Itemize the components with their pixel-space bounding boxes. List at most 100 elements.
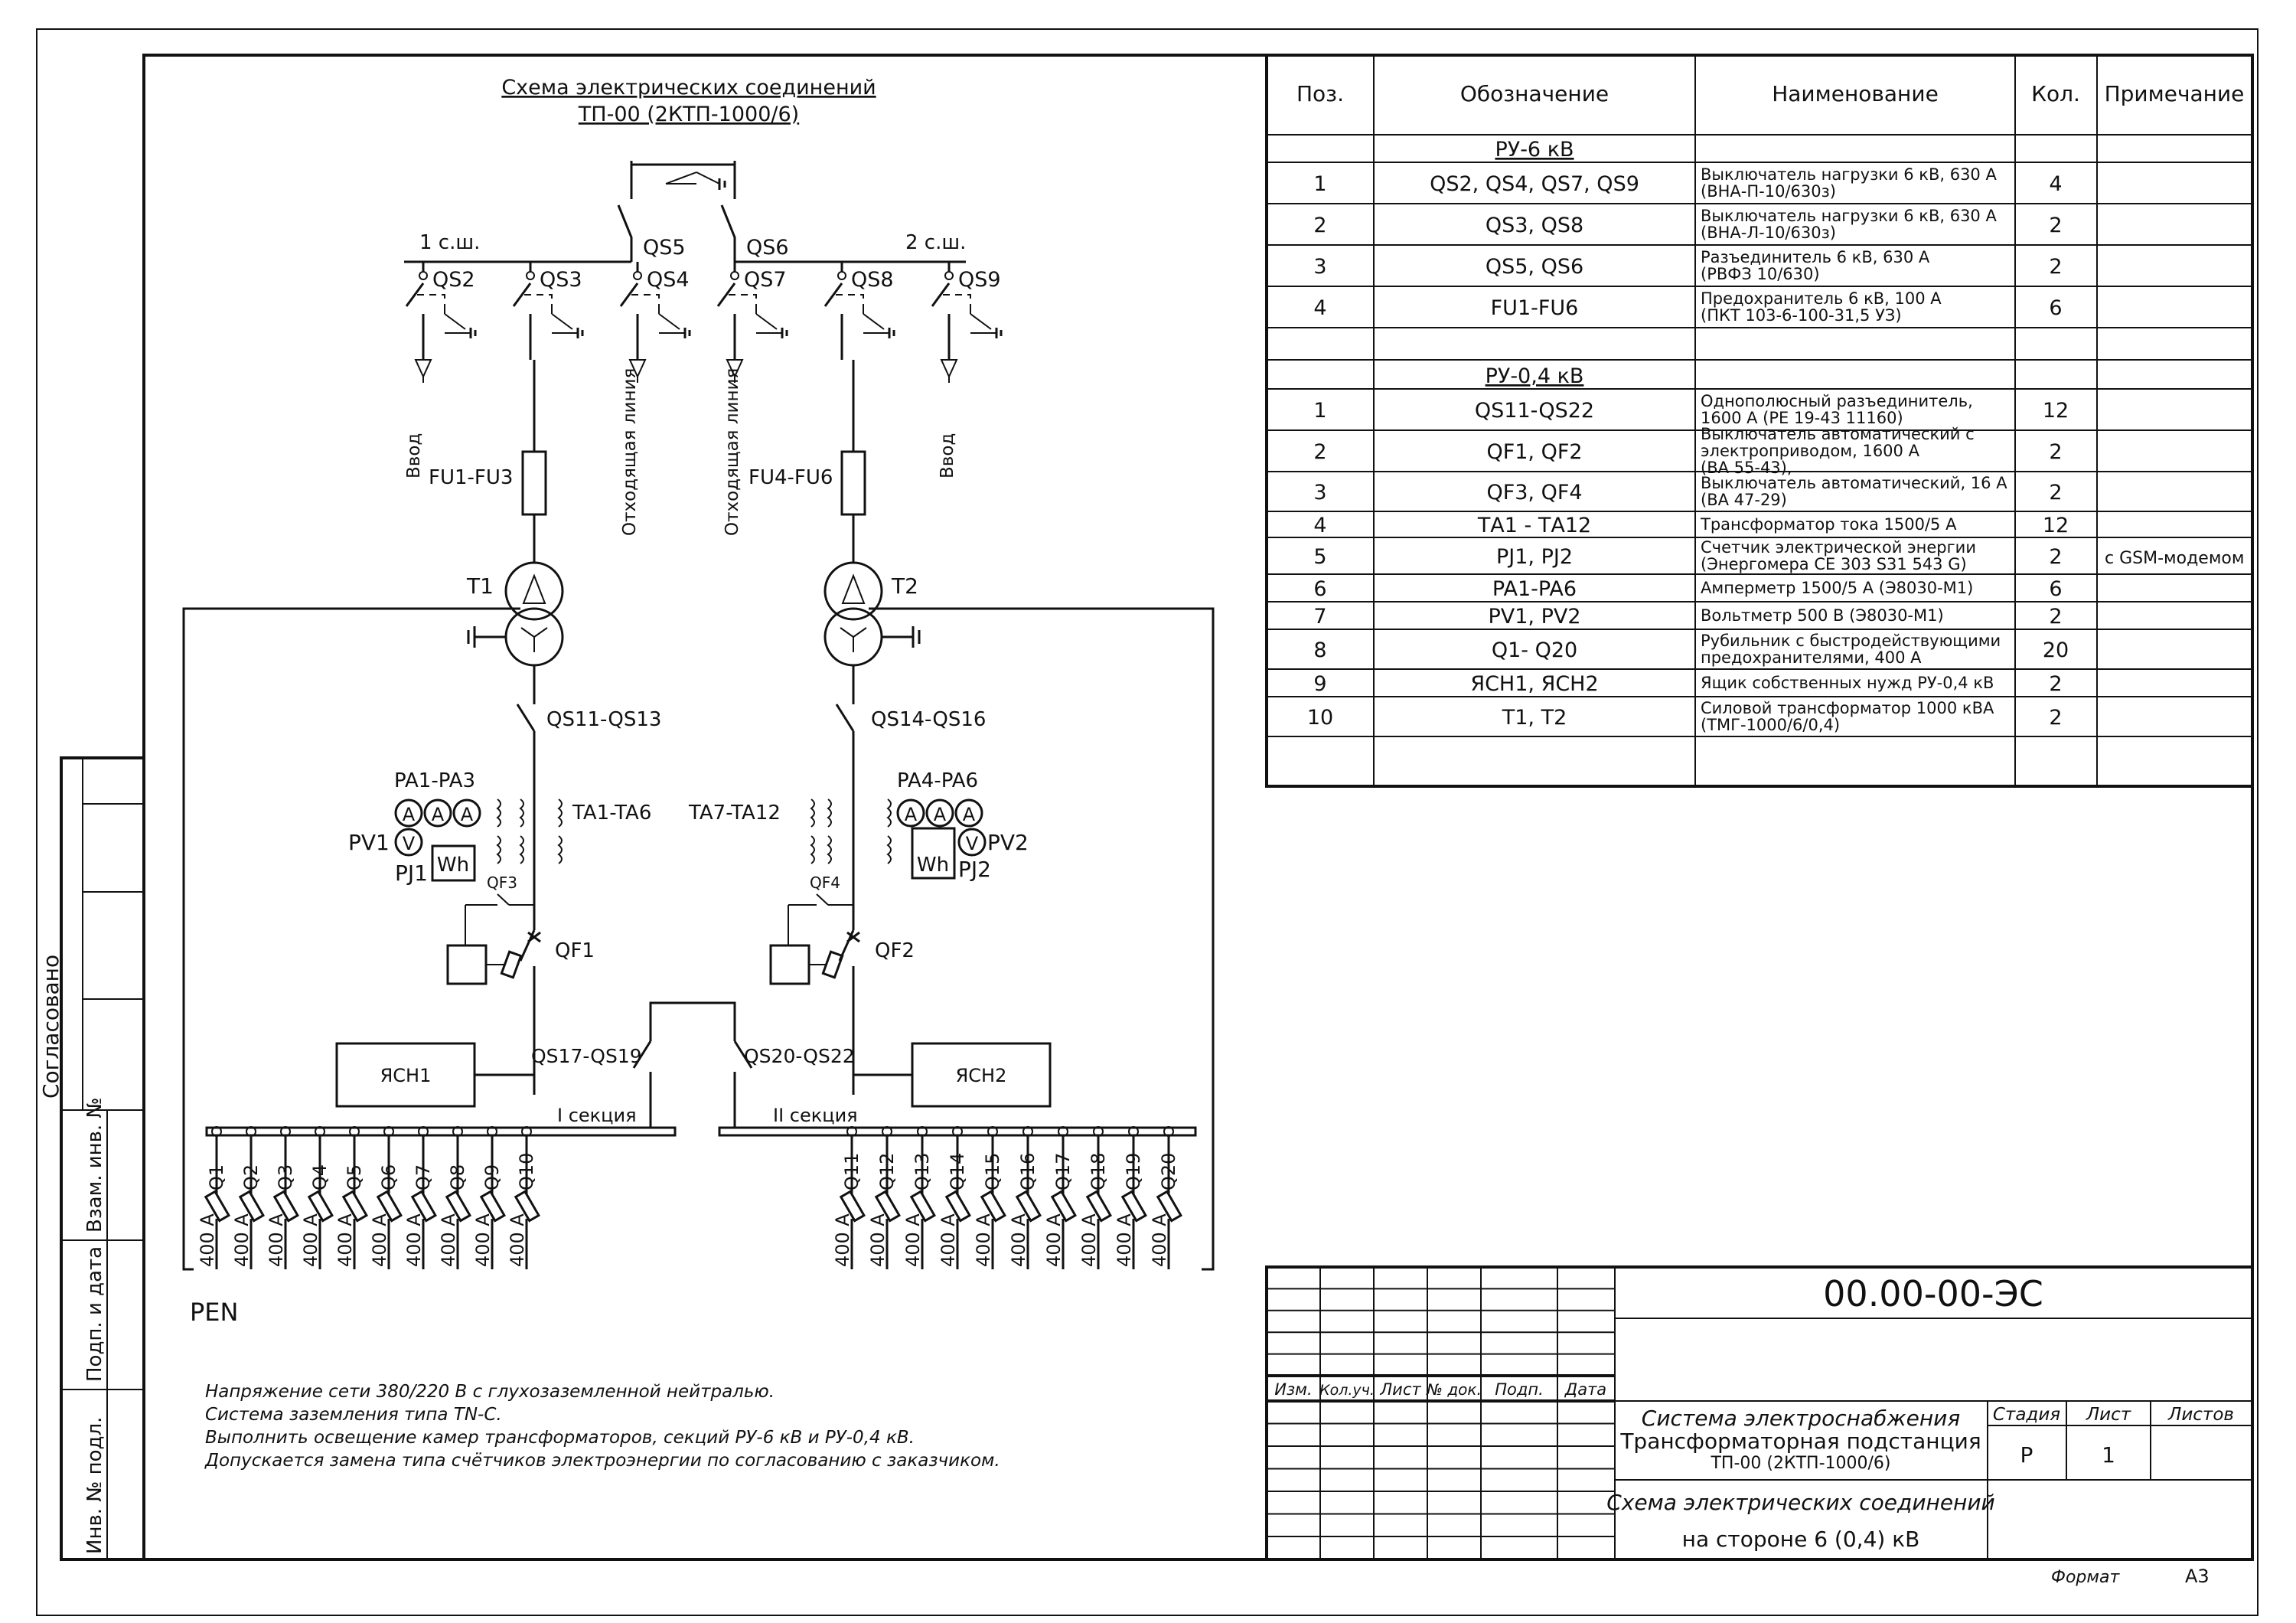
pv1-label: PV1: [348, 830, 390, 855]
t2-label: T2: [891, 573, 918, 599]
pj2-label: PJ2: [958, 857, 991, 882]
spec-name-line: Вольтметр 500 В (Э8030-М1): [1701, 606, 1944, 625]
spec-name-line: предохранителями, 400 А: [1701, 648, 1922, 667]
cabinet-right-wall: [869, 607, 1215, 1271]
feeder-q15: Q15: [982, 1153, 1003, 1190]
bus1-label: 1 с.ш.: [419, 231, 480, 254]
switch-label-qs4: QS4: [647, 268, 690, 292]
hv-switchgear: 1 с.ш. 2 с.ш.: [404, 161, 966, 263]
ammeter-icon: A: [432, 804, 445, 825]
ct-left-label: TA1-TA6: [572, 802, 651, 825]
spec-code: QF1, QF2: [1486, 440, 1582, 464]
document-code: 00.00-00-ЭС: [1823, 1273, 2043, 1314]
qs14-16-label: QS14-QS16: [871, 708, 986, 731]
yasn1-label: ЯСН1: [380, 1065, 432, 1086]
spec-pos: 8: [1313, 638, 1326, 662]
spec-section-title: РУ-0,4 кВ: [1486, 364, 1584, 388]
feeder-q14: Q14: [947, 1153, 968, 1190]
spec-note: с GSM-модемом: [2105, 549, 2244, 568]
feeder-rating: 400 А: [197, 1213, 218, 1267]
ammeters-left-label: PA1-PA3: [394, 769, 475, 792]
switch-label-qs6: QS6: [746, 236, 789, 260]
feeder-rating: 400 А: [438, 1213, 459, 1267]
feeder-q4: Q4: [309, 1164, 331, 1190]
spec-pos: 4: [1313, 514, 1326, 537]
spec-qty: 2: [2049, 706, 2062, 730]
rev-col-sign: Подп.: [1495, 1380, 1544, 1399]
feeder-rating: 400 А: [1043, 1213, 1065, 1267]
feeder-rating: 400 А: [266, 1213, 287, 1267]
rev-col-list: Лист: [1379, 1380, 1421, 1399]
spec-code: QS11-QS22: [1475, 399, 1594, 423]
spec-name-line: Трансформатор тока 1500/5 А: [1700, 515, 1957, 534]
spec-qty: 2: [2049, 481, 2062, 505]
switch-label-qs7: QS7: [744, 268, 787, 292]
spec-pos: 9: [1313, 672, 1326, 696]
feeder-rating: 400 А: [403, 1213, 425, 1267]
feeder-q20: Q20: [1158, 1153, 1179, 1190]
sheet-value: 1: [2102, 1442, 2115, 1468]
spec-code: PJ1, PJ2: [1496, 545, 1573, 569]
feeder-caption: Отходящая линия: [722, 368, 742, 536]
feeder-rating: 400 А: [902, 1213, 924, 1267]
outer-border: [36, 28, 2258, 1616]
spec-name-line: Разъединитель 6 кВ, 630 А: [1701, 248, 1930, 266]
spec-qty: 2: [2049, 545, 2062, 569]
qs20-22-label: QS20-QS22: [744, 1045, 855, 1067]
spec-qty: 6: [2049, 296, 2062, 320]
spec-qty: 20: [2043, 638, 2069, 662]
qs11-13-label: QS11-QS13: [546, 708, 661, 731]
feeder-rating: 400 А: [1114, 1213, 1135, 1267]
diagram-title-2: ТП-00 (2КТП-1000/6): [578, 103, 799, 126]
spec-qty: 2: [2049, 214, 2062, 237]
section1-label: I секция: [557, 1105, 637, 1126]
format-value: А3: [2185, 1566, 2210, 1587]
ammeters-right-label: PA4-PA6: [897, 769, 978, 792]
spec-pos: 1: [1313, 399, 1326, 423]
feeder-rating: 400 А: [867, 1213, 889, 1267]
sheets-header: Листов: [2167, 1405, 2234, 1425]
side-stamp: Согласовано Взам. инв. № Подп. и дата Ин…: [38, 756, 145, 1561]
title-block: Изм. Кол.уч. Лист № док. Подп. Дата 00.0…: [1265, 1265, 2254, 1561]
spec-code: PA1-PA6: [1492, 577, 1577, 601]
stage-header: Стадия: [1993, 1405, 2060, 1425]
feeder-caption: Ввод: [938, 433, 957, 478]
spec-name-line: (Энергомера CE 303 S31 543 G): [1701, 555, 1967, 573]
ammeter-icon: A: [461, 804, 474, 825]
feeder-q3: Q3: [275, 1164, 296, 1190]
qf3-label: QF3: [487, 874, 517, 892]
feeder-q8: Q8: [447, 1164, 468, 1190]
cabinet-left-wall: [182, 607, 520, 1271]
feeder-rating: 400 А: [231, 1213, 253, 1267]
feeder-q2: Q2: [240, 1164, 262, 1190]
meters-left: PA1-PA3 A A A V PV1 Wh PJ1: [348, 769, 481, 886]
ct-right-label: TA7-TA12: [688, 802, 781, 825]
feeder-q10: Q10: [516, 1153, 537, 1190]
breaker-qf2-group: QF4 QF2: [769, 874, 915, 1095]
spec-name-line: (ПКТ 103-6-100-31,5 УЗ): [1701, 306, 1902, 325]
ammeter-icon: A: [934, 804, 947, 825]
spec-pos: 3: [1313, 481, 1326, 505]
doc-title-1: Схема электрических соединений: [1606, 1490, 1995, 1515]
switch-label-qs5: QS5: [643, 236, 686, 260]
spec-qty: 2: [2049, 255, 2062, 279]
feeder-rating: 400 А: [832, 1213, 853, 1267]
general-notes: Напряжение сети 380/220 В с глухозаземле…: [204, 1382, 1000, 1471]
note-3: Выполнить освещение камер трансформаторо…: [205, 1428, 915, 1448]
spec-name-line: (ВА 47-29): [1701, 491, 1787, 509]
qf2-label: QF2: [875, 939, 915, 962]
switch-label-qs2: QS2: [432, 268, 475, 292]
breaker-qf1-group: QF3 QF1: [446, 874, 595, 1095]
system-title-2: Трансформаторная подстанция: [1619, 1429, 1981, 1454]
spec-qty: 2: [2049, 672, 2062, 696]
spec-pos: 2: [1313, 214, 1326, 237]
side-replace-inv-label: Взам. инв. №: [83, 1097, 106, 1233]
spec-pos: 10: [1307, 706, 1333, 730]
energy-meter-icon: Wh: [437, 854, 469, 877]
pv2-label: PV2: [987, 830, 1029, 855]
spec-name-line: Однополюсный разъединитель,: [1701, 392, 1973, 410]
system-title-1: Система электроснабжения: [1642, 1406, 1960, 1431]
spec-qty: 2: [2049, 440, 2062, 464]
